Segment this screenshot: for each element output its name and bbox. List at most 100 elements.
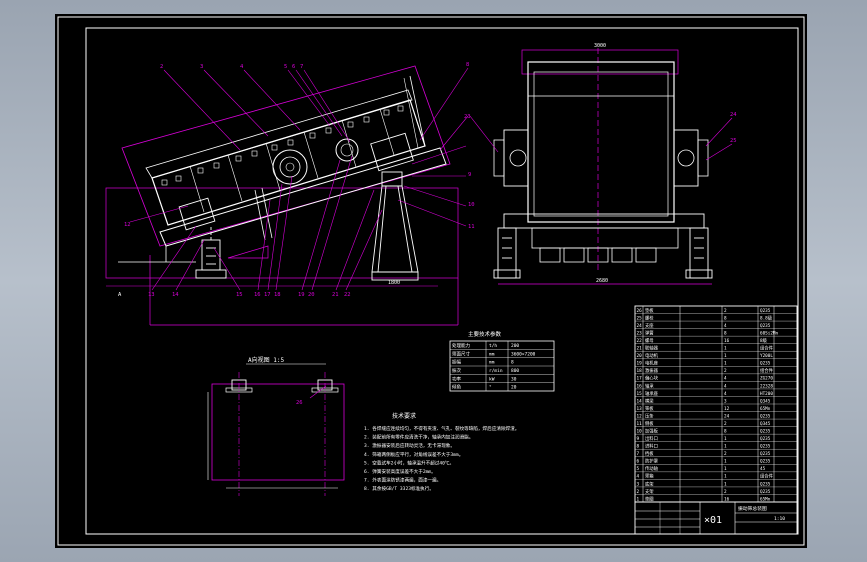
bom-part-name: 轴承 [645,382,654,389]
bom-material: Q345 [760,398,771,404]
bom-index: 4 [637,474,640,480]
spec-unit: ° [489,385,492,391]
bom-material: 组合件 [760,367,774,374]
bom-material: 60Si2Mn [760,330,779,336]
bom-quantity: 3 [724,398,727,404]
bom-index: 14 [637,398,643,404]
spec-name: 振幅 [452,359,461,366]
dim-support-spacing: 1800 [388,280,400,286]
bom-index: 20 [637,353,643,359]
drawing-sheet[interactable]: 2 3 4 5 6 7 8 9 10 11 12 13 14 15 16 17 … [55,14,807,548]
bom-part-name: 垫圈 [645,495,654,502]
bom-quantity: 1 [724,481,727,487]
callout-right-3: 11 [468,224,475,230]
bom-index: 6 [637,459,640,465]
bom-part-name: 横梁 [645,397,654,404]
bom-index: 18 [637,368,643,374]
bom-part-name: 防护罩 [645,458,659,465]
callout-side-3: 25 [730,138,737,144]
callout-leaders [129,67,733,291]
side-dimension-box [521,49,679,75]
bom-index: 24 [637,323,643,329]
drawing-canvas: 2 3 4 5 6 7 8 9 10 11 12 13 14 15 16 17 … [57,16,805,546]
spec-value: 3600×7200 [511,351,536,357]
bom-quantity: 1 [724,436,727,442]
bom-quantity: 12 [724,406,730,412]
spec-name: 筛面尺寸 [452,350,470,357]
bom-material: HT200 [760,391,773,397]
bom-part-name: 弹簧 [645,329,654,336]
bom-part-name: 进料口 [645,443,658,450]
bom-part-name: 加强板 [645,427,659,434]
callout-bottom-7: 18 [274,292,281,298]
bom-material: Q235 [760,361,771,367]
spec-name: 功率 [452,375,461,382]
bom-material: 65Mn [760,406,771,412]
bom-index: 15 [637,391,643,397]
vibrator-circle [272,149,308,185]
callout-side-1: 23 [464,114,471,120]
callout-top-6: 7 [300,64,303,70]
callout-detail-1: 26 [296,400,303,406]
bom-index: 11 [637,421,643,427]
bom-quantity: 4 [724,323,727,329]
bom-part-name: 垫板 [645,307,654,314]
bom-part-name: 出料口 [645,435,658,442]
callout-right-1: 9 [468,172,471,178]
bom-material: Q235 [760,451,771,457]
bom-material: 65Mn [760,496,771,502]
notes-title: 技术要求 [392,412,416,420]
bom-material: Q235 [760,413,771,419]
bom-quantity: 2 [724,421,727,427]
technical-notes: 技术要求 1. 各焊缝应连续均匀，不得有夹渣、气孔、裂纹等缺陷，焊后应清除焊渣。… [364,412,519,492]
callout-bottom-10: 21 [332,292,339,298]
bom-part-name: 筛箱 [645,473,654,480]
label-a-left: A [118,292,122,298]
bom-material: Q345 [760,421,771,427]
bom-quantity: 2 [724,308,727,314]
spec-unit: kW [489,376,495,382]
note-line: 2. 装配前所有零件应清洗干净，轴承内加注润滑脂。 [364,434,473,441]
callout-bottom-1: 12 [124,222,131,228]
callout-labels: 2 3 4 5 6 7 8 9 10 11 12 13 14 15 16 17 … [118,62,737,298]
bom-part-name: 压条 [645,412,654,419]
callout-right-2: 10 [468,202,475,208]
bom-quantity: 8 [724,428,727,434]
bom-material: 组合件 [760,345,774,352]
right-support [371,171,419,281]
title-block: 振动筛总装图 1:10 ×01 [634,501,798,535]
note-line: 3. 激振器安装后应转动灵活，无卡滞现象。 [364,442,455,449]
bom-quantity: 2 [724,451,727,457]
bom-quantity: 24 [724,413,730,419]
outer-frame [57,16,805,546]
spec-unit: t/h [489,343,497,349]
bom-index: 2 [637,489,640,495]
bom-index: 22 [637,338,643,344]
bom-material: 8级 [760,337,768,344]
bom-material: 22328 [760,383,773,389]
note-line: 4. 筛箱两侧板应平行，对角线误差不大于3mm。 [364,451,463,458]
spec-unit: mm [489,352,495,357]
bom-part-name: 支座 [645,322,654,329]
bom-quantity: 1 [724,474,727,480]
bom-quantity: 1 [724,459,727,465]
bom-material: 45 [760,466,766,472]
bom-material: Q235 [760,444,771,450]
note-line: 6. 弹簧安装高度误差不大于2mm。 [364,468,436,475]
bom-quantity: 1 [724,361,727,367]
bom-part-name: 电动机 [645,352,659,359]
detail-view-a: A向视图 1:5 26 [207,356,345,496]
side-view [493,48,713,285]
bom-index: 1 [637,496,640,502]
bom-quantity: 2 [724,489,727,495]
bom-part-name: 联轴器 [645,345,659,352]
bom-quantity: 1 [724,346,727,352]
callout-bottom-5: 16 [254,292,261,298]
bom-material: Q235 [760,308,771,314]
callout-top-5: 6 [292,64,295,70]
title-mark: ×01 [704,515,722,526]
bom-part-name: 螺母 [645,337,654,344]
bom-material: Q235 [760,489,771,495]
